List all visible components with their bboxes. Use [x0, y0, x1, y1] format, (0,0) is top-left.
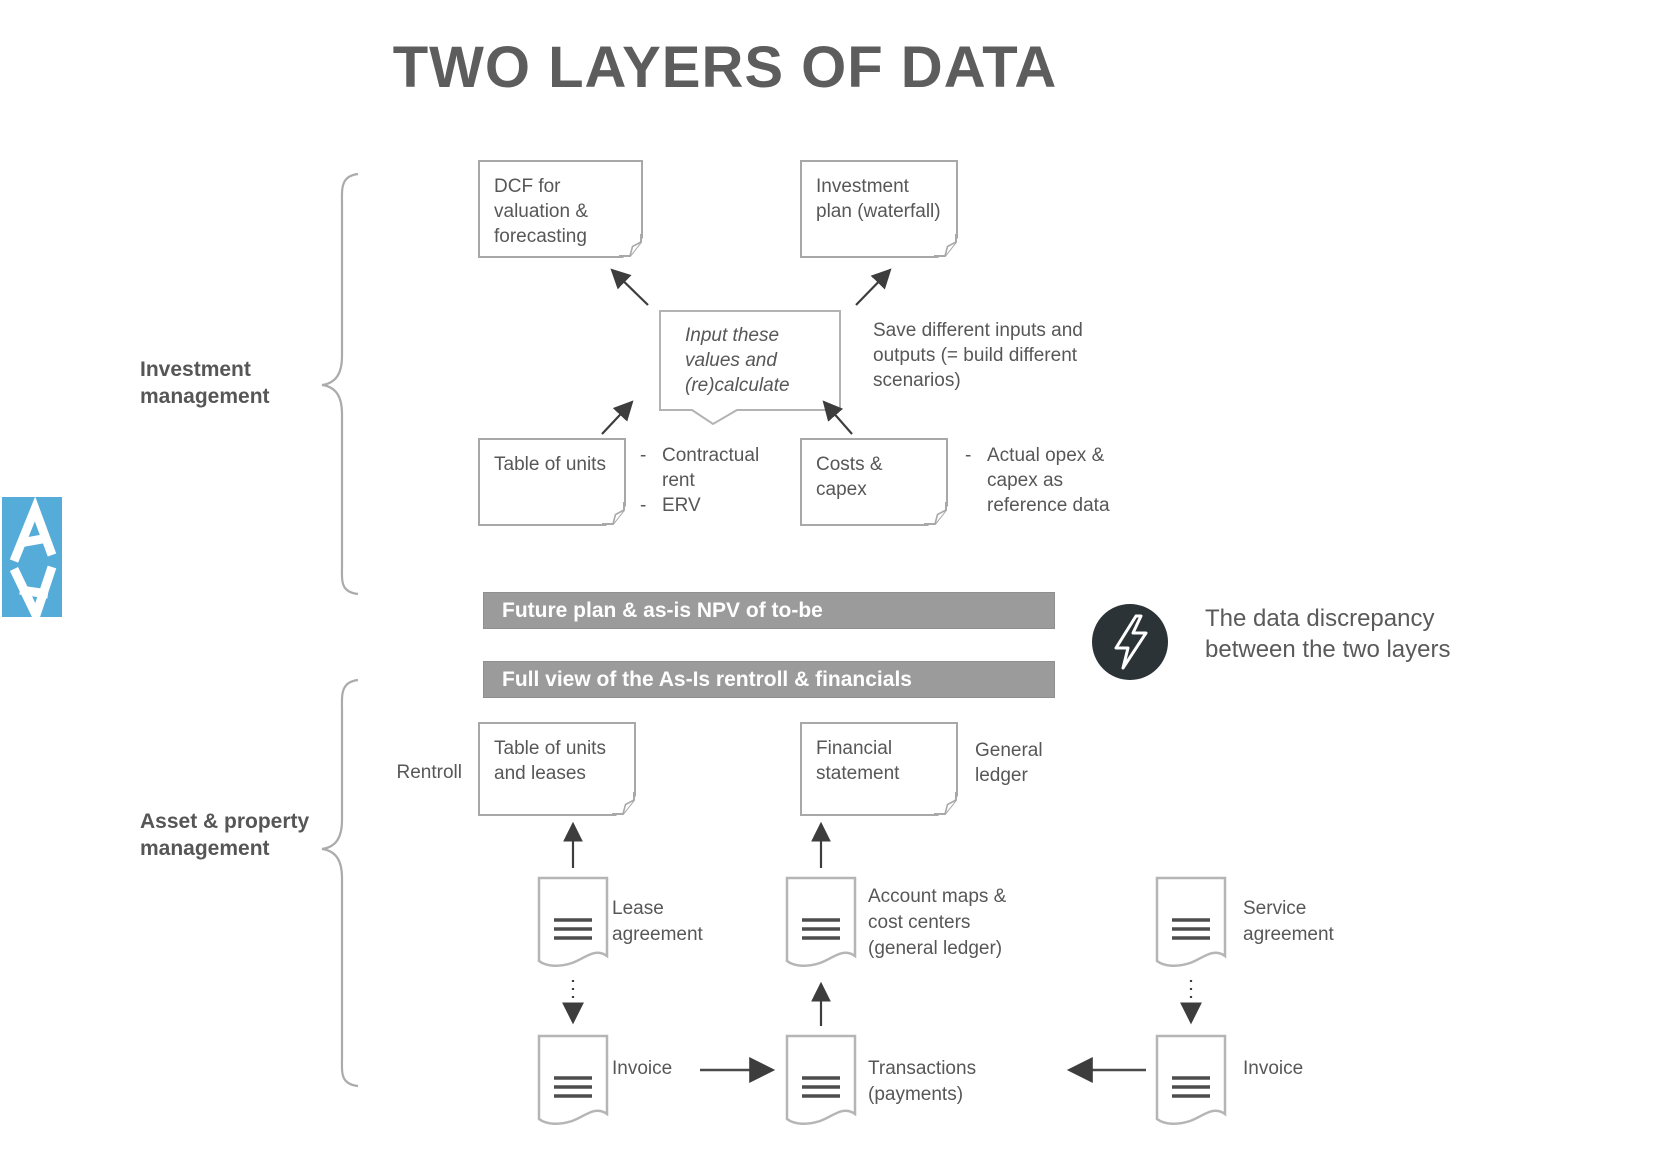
note-dcf: DCF for valuation & forecasting: [478, 160, 643, 258]
brand-logo-icon: [2, 497, 62, 617]
label-account-maps: Account maps & cost centers (general led…: [868, 886, 1007, 959]
document-icon-account-maps: [785, 876, 857, 974]
callout-input-values: Input these values and (re)calculate: [659, 310, 841, 411]
note-save-scenarios: Save different inputs and outputs (= bui…: [873, 320, 1083, 391]
label-transactions: Transactions (payments): [868, 1058, 977, 1105]
note-table-of-units: Table of units: [478, 438, 626, 526]
arrow-callout-to-dcf: [610, 268, 649, 306]
note-costs-capex-label: Costs & capex: [816, 454, 883, 500]
logo-letter-a-down: [9, 565, 57, 617]
document-icon-lease-agreement: [537, 876, 609, 974]
note-investment-plan: Investment plan (waterfall): [800, 160, 958, 258]
note-table-units-leases-label: Table of units and leases: [494, 738, 606, 784]
section-label-asset-property-management: Asset & property management: [140, 810, 310, 860]
note-table-of-units-label: Table of units: [494, 454, 606, 475]
document-icon-invoice-left: [537, 1034, 609, 1132]
page-fold-icon: [934, 792, 958, 816]
brace-investment: [321, 172, 359, 596]
arrow-callout-to-plan: [855, 268, 892, 306]
callout-text: Input these values and (re)calculate: [685, 325, 790, 396]
section-label-investment-management: Investment management: [140, 358, 270, 408]
label-invoice-right: Invoice: [1243, 1058, 1304, 1079]
callout-pointer: [692, 409, 737, 424]
note-data-discrepancy: The data discrepancy between the two lay…: [1205, 605, 1451, 663]
note-investment-plan-label: Investment plan (waterfall): [816, 176, 941, 222]
bullet-item: -Actual opex & capex as reference data: [965, 445, 1110, 516]
badge-circle: [1092, 604, 1168, 680]
document-icon-transactions: [785, 1034, 857, 1132]
bullet-item: -ERV: [640, 495, 701, 516]
document-icon-invoice-right: [1155, 1034, 1227, 1132]
page-title: TWO LAYERS OF DATA: [392, 35, 1058, 100]
brace-asset: [321, 678, 359, 1088]
page-fold-icon: [934, 234, 958, 258]
bullet-list-units: -Contractual rent -ERV: [640, 443, 768, 518]
page-fold-icon: [602, 502, 626, 526]
label-rentroll: Rentroll: [396, 762, 462, 783]
document-icon-service-agreement: [1155, 876, 1227, 974]
page-fold-icon: [612, 792, 636, 816]
label-service-agreement: Service agreement: [1243, 898, 1334, 945]
note-dcf-label: DCF for valuation & forecasting: [494, 176, 589, 247]
lightning-bolt-icon: [1114, 614, 1148, 670]
note-financial-statement-label: Financial statement: [816, 738, 900, 784]
bar-full-view: Full view of the As-Is rentroll & financ…: [483, 661, 1055, 698]
bullet-list-costs: -Actual opex & capex as reference data: [965, 443, 1120, 518]
lightning-badge: [1091, 603, 1169, 681]
label-general-ledger: General ledger: [975, 740, 1043, 786]
bullet-item: -Contractual rent: [640, 445, 760, 491]
note-financial-statement: Financial statement: [800, 722, 958, 816]
page-fold-icon: [924, 502, 948, 526]
label-invoice-left: Invoice: [612, 1058, 673, 1079]
note-costs-capex: Costs & capex: [800, 438, 948, 526]
label-lease-agreement: Lease agreement: [612, 898, 703, 945]
arrow-units-to-callout: [601, 400, 634, 435]
bar-future-plan: Future plan & as-is NPV of to-be: [483, 592, 1055, 629]
page-fold-icon: [619, 234, 643, 258]
note-table-units-leases: Table of units and leases: [478, 722, 636, 816]
